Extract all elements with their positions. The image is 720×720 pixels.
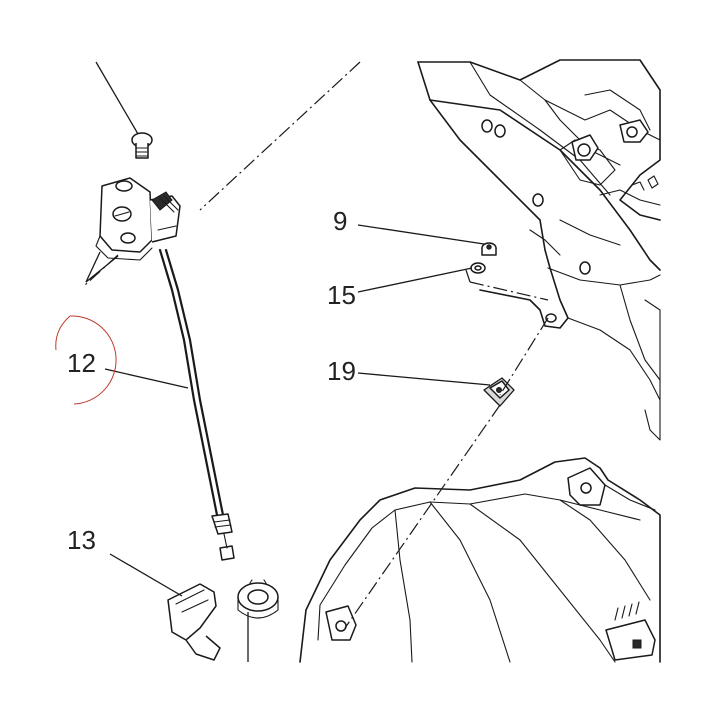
lock-nut (237, 579, 279, 619)
callout-15: 15 (327, 280, 356, 310)
callout-13: 13 (67, 525, 96, 555)
clip-nut-part-19 (483, 377, 515, 407)
callout-12: 12 (67, 348, 96, 378)
latch-assembly (95, 132, 235, 561)
assembly-centerlines (84, 61, 549, 629)
washer-part-15 (470, 262, 486, 274)
body-panel (299, 457, 661, 663)
leader-lines (85, 61, 491, 662)
screw-part-9 (481, 242, 497, 256)
callout-9: 9 (333, 206, 347, 236)
highlight-circle (55, 315, 117, 405)
callout-19: 19 (327, 356, 356, 386)
clip-part-13 (167, 583, 221, 661)
frame-structure (417, 59, 661, 441)
